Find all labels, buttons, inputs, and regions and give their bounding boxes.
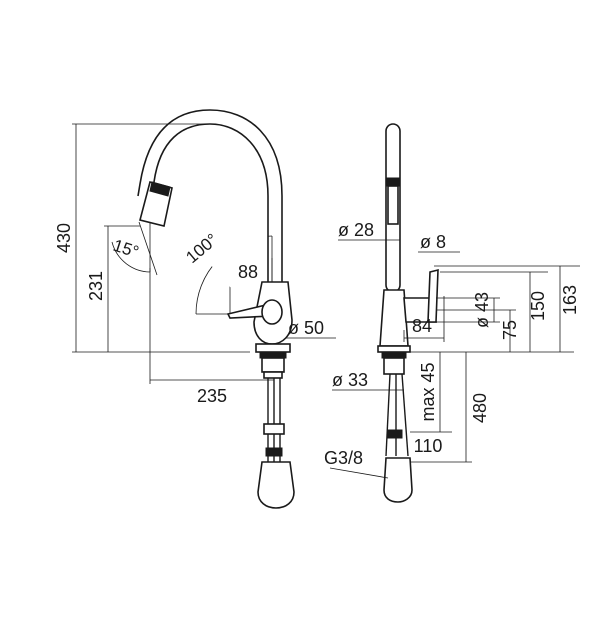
- dim-ø43: ø 43: [472, 292, 492, 328]
- dim-84: 84: [412, 316, 432, 336]
- dim-231: 231: [86, 271, 106, 301]
- spray-axis-angled: [138, 221, 158, 276]
- front-weight: [383, 457, 413, 503]
- base-ring: [255, 343, 291, 353]
- dim-ø28: ø 28: [338, 220, 374, 240]
- front-spray-band: [385, 177, 401, 187]
- nut: [261, 357, 285, 373]
- spout-outer: [149, 123, 269, 330]
- dim-ø33: ø 33: [332, 370, 368, 390]
- dim-ø8: ø 8: [420, 232, 446, 252]
- dim-g38: G3/8: [324, 448, 363, 468]
- weight: [257, 461, 295, 509]
- front-base: [377, 345, 411, 353]
- washer: [263, 371, 283, 379]
- hose-fitting: [265, 447, 283, 457]
- dimension-labels: 430 231 235 15° 100° 88 ø 50 ø 28 ø 8 ø …: [54, 220, 580, 468]
- front-spray-body: [387, 185, 399, 225]
- spout-inner: [137, 109, 283, 330]
- front-hose-1: [385, 373, 391, 457]
- dim-235: 235: [197, 386, 227, 406]
- dim-75: 75: [500, 320, 520, 340]
- arc-15: [111, 241, 151, 273]
- gasket: [259, 351, 287, 359]
- front-nut: [383, 357, 405, 375]
- lever-hub: [261, 299, 283, 325]
- dim-max45: max 45: [418, 362, 438, 421]
- front-view: [329, 123, 580, 503]
- dim-480: 480: [470, 393, 490, 423]
- dim-110: 110: [414, 436, 443, 456]
- front-hose-3: [401, 373, 409, 457]
- dim-88: 88: [238, 262, 258, 282]
- dim-163: 163: [560, 285, 580, 315]
- dim-15-deg: 15°: [111, 236, 141, 262]
- hose-clip: [263, 423, 285, 435]
- front-gasket: [381, 351, 407, 359]
- spray-head-band: [149, 181, 171, 197]
- dim-ø50: ø 50: [288, 318, 324, 338]
- side-view: [72, 109, 336, 509]
- dim-150: 150: [528, 291, 548, 321]
- front-lever: [427, 268, 439, 323]
- front-hose-fitting: [387, 429, 403, 439]
- dim-430: 430: [54, 223, 74, 253]
- leader-g38: [329, 467, 389, 479]
